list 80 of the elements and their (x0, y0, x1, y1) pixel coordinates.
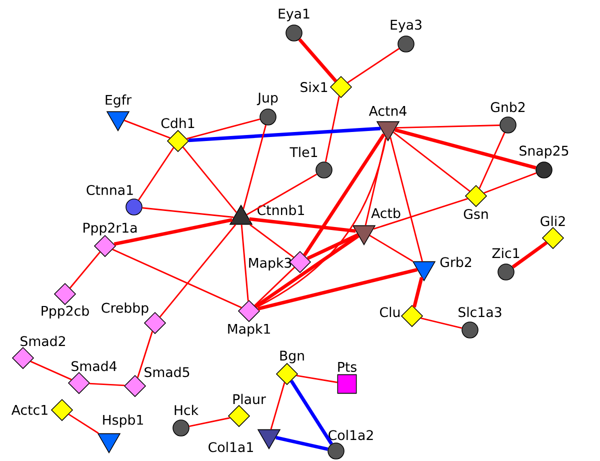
node-label: Hspb1 (103, 414, 143, 428)
edge-line (306, 233, 359, 260)
edge-line (124, 120, 170, 139)
edge-line (298, 38, 338, 82)
edge-line (246, 174, 318, 216)
node-label: Gnb2 (490, 102, 525, 112)
edge-line (254, 234, 360, 308)
edge-line (89, 382, 125, 386)
edge-line (112, 248, 242, 308)
edge-line (324, 96, 340, 162)
edge-line (114, 218, 233, 246)
edge-line (484, 172, 536, 194)
edge-line (159, 224, 236, 318)
edge-line (478, 132, 506, 189)
edge-line (512, 241, 548, 268)
node-label: Cdh1 (161, 118, 194, 128)
edge-line (347, 48, 400, 84)
edge-line (276, 436, 328, 451)
edge-line (257, 268, 418, 310)
edge-line (68, 414, 99, 434)
node-label: Plaur (233, 394, 266, 404)
node-label: Col1a1 (208, 442, 253, 452)
node-label: Zic1 (492, 248, 520, 258)
node-label: Ppp2r1a (84, 222, 137, 236)
edge-line (69, 252, 101, 288)
edge-line (364, 137, 386, 226)
edge-line (396, 124, 500, 129)
node-label: Mapk1 (228, 324, 270, 336)
node-label: Gli2 (540, 216, 565, 226)
edge-line (394, 128, 536, 170)
node-label: Ctnnb1 (258, 204, 304, 216)
edge-line (30, 360, 72, 380)
node-label: Actn4 (368, 106, 406, 116)
edge-line (242, 124, 267, 209)
node-label: Col1a2 (328, 430, 373, 440)
node-label: Six1 (300, 82, 328, 92)
node-label: Hck (174, 404, 199, 416)
edge-line (302, 133, 386, 256)
edge-line (142, 207, 234, 218)
node-label: Bgn (280, 350, 304, 364)
edge-line (290, 380, 333, 445)
node-label: Eya3 (390, 20, 422, 32)
node-label: Mapk3 (249, 258, 292, 270)
edge-line (373, 198, 468, 230)
node-label: Ppp2cb (42, 306, 89, 318)
edge-line (136, 331, 154, 378)
edge-line (256, 138, 387, 308)
node-label: Smad5 (144, 366, 190, 378)
edge-line (188, 126, 381, 142)
node-label: Eya1 (278, 8, 310, 22)
edge-line (296, 374, 338, 384)
edge-line (138, 147, 174, 200)
node-label: Ctnna1 (86, 184, 133, 196)
node-label: Smad2 (20, 336, 65, 346)
edge-line (182, 146, 238, 213)
edge-line (390, 137, 423, 262)
edge-line (412, 276, 424, 308)
node-label: Snap25 (520, 146, 568, 158)
edge-line (186, 118, 260, 140)
node-label: Actc1 (11, 405, 48, 415)
node-label: Jup (256, 92, 278, 106)
edge-line (392, 132, 470, 192)
edge-line (254, 266, 295, 306)
node-label: Slc1a3 (458, 306, 502, 318)
edge-line (369, 234, 414, 262)
node-label: Egfr (106, 94, 132, 108)
edge-line (270, 382, 286, 430)
node-label: Grb2 (440, 256, 472, 268)
edge-line (420, 317, 462, 329)
node-label: Gsn (464, 208, 488, 220)
node-label: Clu (380, 306, 400, 318)
edge-line (249, 217, 356, 233)
node-label: Tle1 (290, 146, 318, 158)
edge-line (250, 224, 294, 258)
node-label: Crebbp (102, 302, 148, 316)
edge-line (189, 417, 230, 428)
node-label: Actb (371, 208, 400, 218)
edge-line (240, 224, 249, 301)
node-label: Smad4 (72, 360, 117, 372)
node-label: Pts (338, 362, 356, 372)
